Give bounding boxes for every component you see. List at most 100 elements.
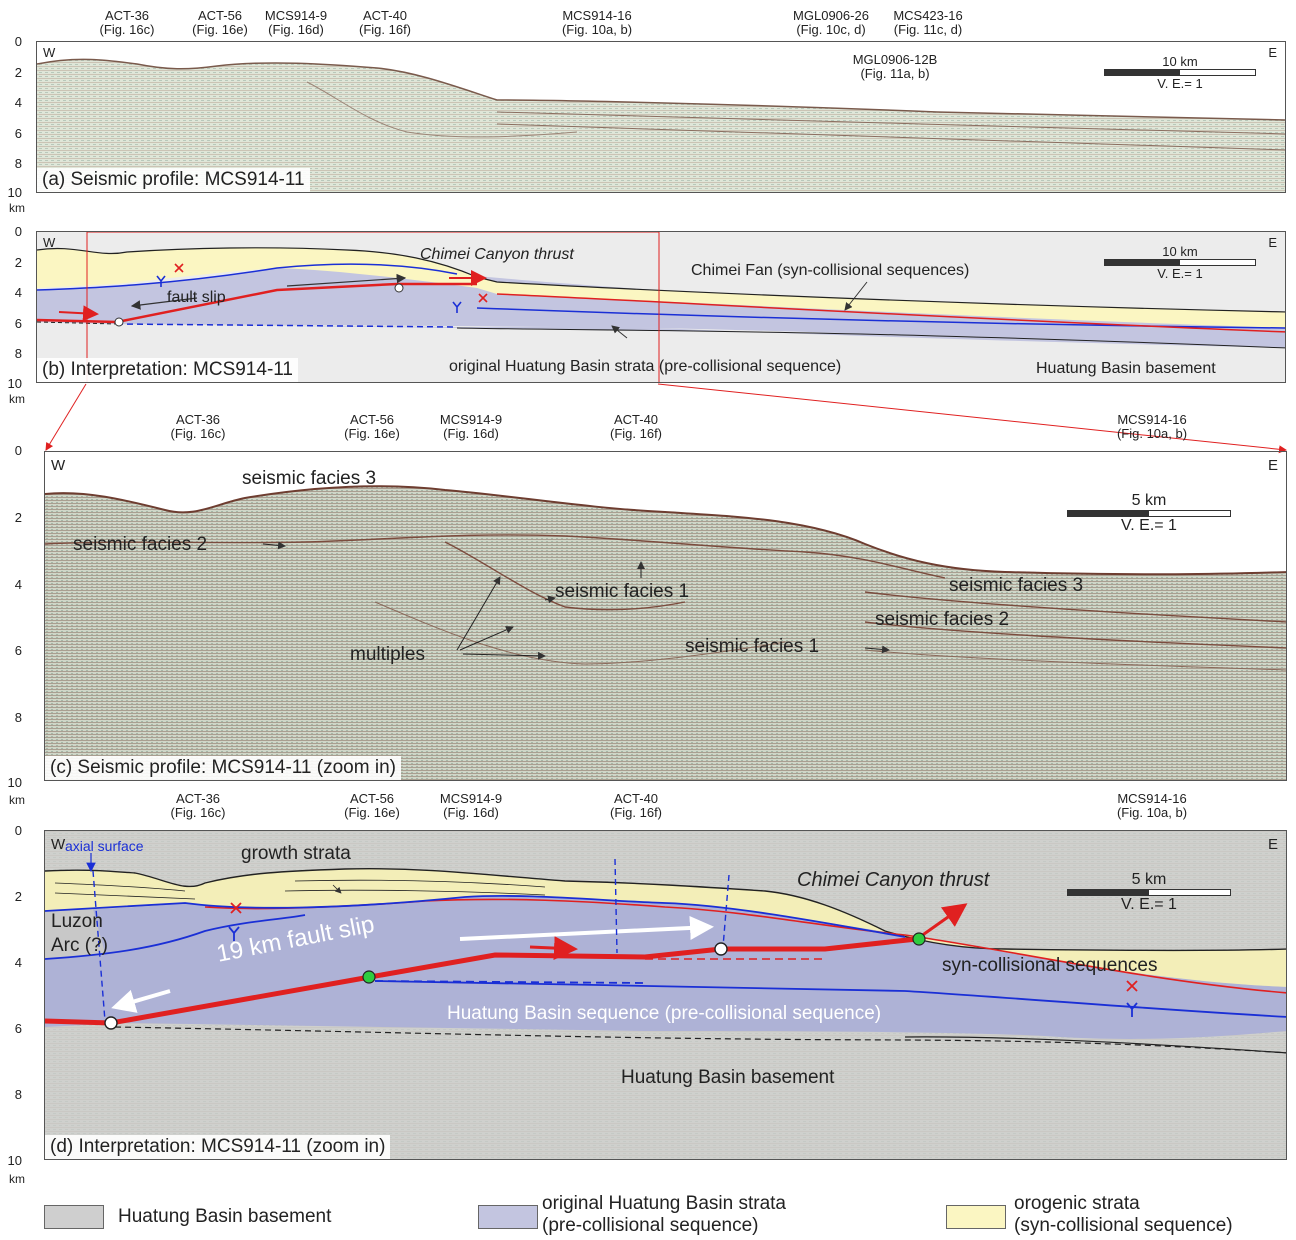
fault-slip-label: fault slip bbox=[167, 289, 226, 306]
scale-ve: V. E.= 1 bbox=[1157, 76, 1203, 91]
station-label: ACT-56(Fig. 16e) bbox=[344, 412, 400, 441]
depth-tick: 8 bbox=[14, 710, 22, 725]
zoom-connector bbox=[45, 383, 1287, 454]
station-label: MCS914-9(Fig. 16d) bbox=[439, 412, 503, 441]
depth-tick: 0 bbox=[14, 224, 22, 239]
depth-unit: km bbox=[9, 392, 25, 406]
station-label: ACT-36(Fig. 16c) bbox=[99, 8, 155, 37]
scale-ve: V. E.= 1 bbox=[1121, 896, 1177, 913]
legend-swatch-basement bbox=[44, 1205, 104, 1229]
depth-tick: 4 bbox=[14, 955, 22, 970]
scale-bar: 10 km V. E.= 1 bbox=[1104, 54, 1256, 91]
station-label: MCS914-16(Fig. 10a, b) bbox=[1116, 791, 1188, 820]
station-label: MCS423-16(Fig. 11c, d) bbox=[893, 8, 963, 37]
station-label: ACT-56(Fig. 16e) bbox=[344, 791, 400, 820]
arc-label: Arc (?) bbox=[51, 935, 108, 956]
station-label: ACT-40(Fig. 16f) bbox=[358, 8, 412, 37]
east-label: E bbox=[1268, 235, 1277, 250]
scale-ve: V. E.= 1 bbox=[1157, 266, 1203, 281]
depth-tick: 2 bbox=[14, 510, 22, 525]
legend-item-basement: Huatung Basin basement bbox=[118, 1206, 332, 1227]
depth-tick: 6 bbox=[14, 1021, 22, 1036]
scale-bar: 5 km V. E.= 1 bbox=[1067, 492, 1231, 535]
depth-tick: 4 bbox=[14, 577, 22, 592]
chimei-canyon-thrust-label: Chimei Canyon thrust bbox=[420, 246, 574, 263]
legend-item-orogenic: orogenic strata(syn-collisional sequence… bbox=[1014, 1193, 1233, 1236]
depth-tick: 0 bbox=[14, 34, 22, 49]
facies-1-east-label: seismic facies 1 bbox=[685, 636, 820, 657]
station-label-mgl0906-12b: MGL0906-12B(Fig. 11a, b) bbox=[852, 52, 938, 81]
scale-bar: 5 km V. E.= 1 bbox=[1067, 871, 1231, 914]
depth-tick: 4 bbox=[14, 95, 22, 110]
west-label: W bbox=[51, 457, 66, 474]
panel-b-interpretation: W E Chimei Canyon thrust fault slip Chim… bbox=[36, 231, 1286, 383]
legend-item-pre-collisional: original Huatung Basin strata(pre-collis… bbox=[542, 1193, 786, 1236]
panel-d-title: (d) Interpretation: MCS914-11 (zoom in) bbox=[45, 1135, 391, 1159]
scale-length: 5 km bbox=[1131, 871, 1167, 888]
depth-tick: 8 bbox=[14, 156, 22, 171]
depth-tick: 2 bbox=[14, 255, 22, 270]
depth-tick: 0 bbox=[14, 443, 22, 458]
scale-ve: V. E.= 1 bbox=[1121, 517, 1177, 534]
depth-unit: km bbox=[9, 201, 25, 215]
depth-tick: 8 bbox=[14, 1087, 22, 1102]
depth-tick: 6 bbox=[14, 316, 22, 331]
station-label: MCS914-9(Fig. 16d) bbox=[439, 791, 503, 820]
huatung-sequence-label: Huatung Basin sequence (pre-collisional … bbox=[447, 1003, 882, 1024]
depth-tick: 10 bbox=[7, 376, 22, 391]
station-label: MCS914-16(Fig. 10a, b) bbox=[1116, 412, 1188, 441]
depth-tick: 10 bbox=[7, 185, 22, 200]
legend-swatch-pre-collisional bbox=[478, 1205, 538, 1229]
depth-tick: 2 bbox=[14, 65, 22, 80]
huatung-strata-label: original Huatung Basin strata (pre-colli… bbox=[449, 358, 842, 375]
station-label: ACT-40(Fig. 16f) bbox=[609, 791, 663, 820]
facies-2-west-label: seismic facies 2 bbox=[73, 534, 208, 555]
scale-length: 10 km bbox=[1162, 244, 1198, 259]
panel-b-title: (b) Interpretation: MCS914-11 bbox=[37, 358, 298, 382]
depth-tick: 2 bbox=[14, 889, 22, 904]
huatung-basement-label: Huatung Basin basement bbox=[1036, 360, 1216, 377]
facies-2-east-label: seismic facies 2 bbox=[875, 609, 1010, 630]
scale-length: 10 km bbox=[1162, 54, 1198, 69]
depth-tick: 0 bbox=[14, 823, 22, 838]
panel-d-interpretation: W E axial surface growth strata Luzon Ar… bbox=[44, 830, 1287, 1160]
west-label: W bbox=[43, 45, 56, 60]
growth-strata-label: growth strata bbox=[241, 843, 351, 864]
east-label: E bbox=[1267, 457, 1278, 474]
facies-1-west-label: seismic facies 1 bbox=[555, 581, 690, 602]
depth-tick: 8 bbox=[14, 346, 22, 361]
station-label: ACT-36(Fig. 16c) bbox=[170, 412, 226, 441]
multiples-label: multiples bbox=[350, 644, 425, 665]
depth-unit: km bbox=[9, 793, 25, 807]
station-label: ACT-36(Fig. 16c) bbox=[170, 791, 226, 820]
huatung-basement-label: Huatung Basin basement bbox=[621, 1067, 835, 1088]
luzon-label: Luzon bbox=[51, 911, 103, 932]
station-label: MCS914-9(Fig. 16d) bbox=[264, 8, 328, 37]
scale-length: 5 km bbox=[1131, 492, 1167, 509]
panel-a-seismic: W E MGL0906-12B(Fig. 11a, b) 10 km V. E.… bbox=[36, 41, 1286, 193]
east-label: E bbox=[1267, 836, 1278, 853]
station-label: MGL0906-26(Fig. 10c, d) bbox=[793, 8, 869, 37]
scale-bar: 10 km V. E.= 1 bbox=[1104, 244, 1256, 281]
station-label: MCS914-16(Fig. 10a, b) bbox=[561, 8, 633, 37]
depth-tick: 6 bbox=[14, 126, 22, 141]
panel-c-title: (c) Seismic profile: MCS914-11 (zoom in) bbox=[45, 756, 401, 780]
east-label: E bbox=[1268, 45, 1277, 60]
axial-surface-label: axial surface bbox=[65, 838, 144, 854]
panel-c-seismic: W E seismic facies 3 seismic facies 2 se… bbox=[44, 451, 1287, 781]
facies-3-east-label: seismic facies 3 bbox=[949, 575, 1084, 596]
depth-tick: 4 bbox=[14, 285, 22, 300]
depth-tick: 10 bbox=[7, 775, 22, 790]
legend-swatch-orogenic bbox=[946, 1205, 1006, 1229]
depth-tick: 10 bbox=[7, 1153, 22, 1168]
west-label: W bbox=[43, 235, 56, 250]
chimei-canyon-thrust-label: Chimei Canyon thrust bbox=[797, 869, 990, 891]
panel-a-title: (a) Seismic profile: MCS914-11 bbox=[37, 168, 310, 192]
station-label: ACT-40(Fig. 16f) bbox=[609, 412, 663, 441]
depth-tick: 6 bbox=[14, 643, 22, 658]
syn-collisional-label: syn-collisional sequences bbox=[942, 955, 1158, 976]
west-label: W bbox=[51, 836, 66, 853]
facies-3-west-label: seismic facies 3 bbox=[242, 468, 377, 489]
station-label: ACT-56(Fig. 16e) bbox=[192, 8, 248, 37]
depth-unit: km bbox=[9, 1172, 25, 1186]
